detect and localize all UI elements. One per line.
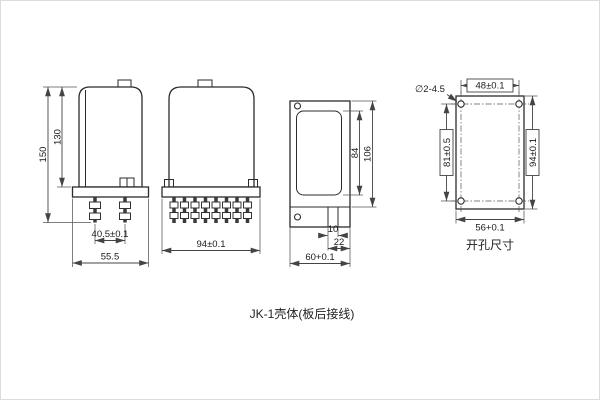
dim-outer-height-label: 106 [363,146,374,162]
dim-front-width-label: 94±0.1 [197,239,226,250]
terminal-studs [172,197,250,223]
dim-cutout-width-label: 56+0.1 [475,223,504,234]
extension-lines [441,80,538,224]
center-lines [451,91,529,214]
mounting-hole-bl [457,197,465,205]
extension-lines [289,100,377,267]
terminal-nuts [89,201,131,220]
front-view: 94±0.1 [161,79,261,254]
dim-height-body-label: 130 [53,129,64,145]
outer-outline [289,100,351,228]
terminal-nuts-row2 [169,212,252,219]
inner-window [296,110,342,196]
mounting-hole-bottom [293,213,302,221]
dim-terminal-span-label: 40.5±0.1 [92,229,129,240]
case-outline [168,86,255,188]
dim-hole-span-h-label: 48±0.1 [476,81,505,92]
dim-side-width-label: 55.5 [101,252,120,263]
dim-frame-48 [466,78,514,93]
dim-frame-94 [525,129,540,176]
dim-step-small-label: 10 [328,224,339,235]
extension-lines [161,198,261,254]
case-outline [78,86,143,188]
mounting-hole-top [293,102,302,110]
notch-lines [327,207,339,227]
rear-view: 84 106 10 22 60+0.1 [289,100,377,267]
dim-step-large-label: 22 [334,237,345,248]
dim-holes-label: ∅2-4.5 [415,84,445,95]
dim-rear-width-label: 60+0.1 [305,252,334,263]
side-view: 150 130 40.5±0.1 55.5 [38,79,150,267]
base-plate [71,186,150,198]
extension-lines [43,86,149,267]
leader-line-holes [446,93,458,102]
cutout-view: ∅2-4.5 48±0.1 81±0.5 94±0.1 56+0.1 开孔尺寸 [415,78,540,252]
dim-cutout-height-label: 94±0.1 [528,138,539,167]
terminal-nuts-row1 [169,201,252,209]
dim-height-total-label: 150 [38,147,49,163]
dim-inner-height-label: 84 [350,148,361,159]
dim-frame-81 [439,129,454,176]
cutout-outline [455,95,525,210]
mounting-hole-tr [515,100,523,108]
base-plate [161,186,261,198]
mounting-hole-tl [457,100,465,108]
dim-hole-span-v-label: 81±0.5 [442,138,453,167]
drawing-caption: JK-1壳体(板后接线) [250,306,355,321]
cutout-view-title: 开孔尺寸 [466,238,514,252]
mounting-hole-br [515,197,523,205]
